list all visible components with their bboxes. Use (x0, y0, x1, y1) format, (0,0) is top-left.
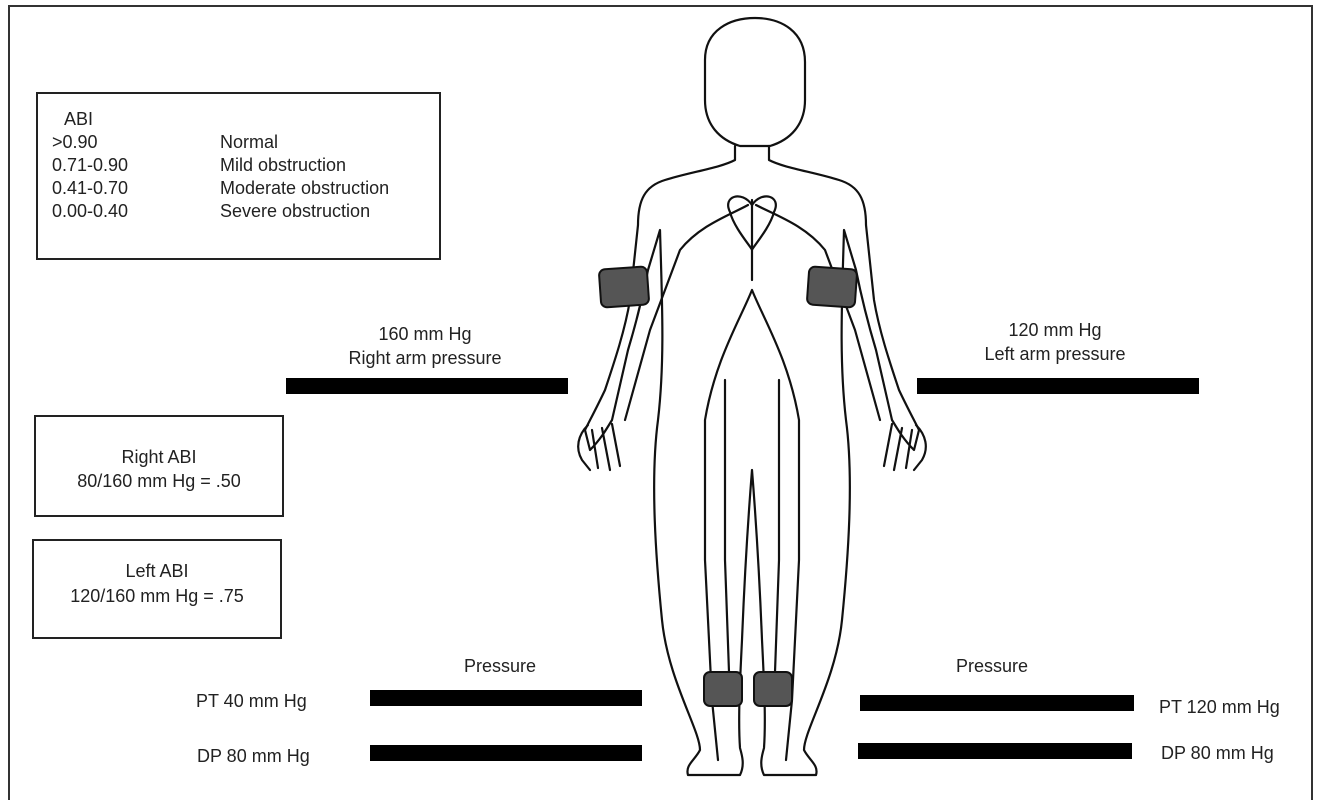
abi-range: 0.41-0.70 (52, 177, 220, 200)
right-arm-pressure-value: 160 mm Hg (330, 322, 520, 346)
abi-row: 0.71-0.90 Mild obstruction (52, 154, 389, 177)
right-leg-pressure-heading: Pressure (464, 654, 536, 678)
abi-range: 0.00-0.40 (52, 200, 220, 223)
right-arm-pressure-bar (286, 378, 568, 394)
right-abi-formula: 80/160 mm Hg = .50 (36, 469, 282, 493)
left-abi-title: Left ABI (34, 559, 280, 583)
abi-meaning: Moderate obstruction (220, 177, 389, 200)
abi-range: >0.90 (52, 131, 220, 154)
left-abi-formula: 120/160 mm Hg = .75 (34, 584, 280, 608)
abi-table-title: ABI (52, 108, 389, 131)
left-pt-pressure-bar (860, 695, 1134, 711)
left-arm-pressure-value: 120 mm Hg (960, 318, 1150, 342)
right-ankle-cuff (704, 672, 742, 706)
left-arm-cuff (807, 266, 858, 307)
abi-range: 0.71-0.90 (52, 154, 220, 177)
right-pt-pressure-label: PT 40 mm Hg (196, 689, 307, 713)
left-leg-pressure-heading: Pressure (956, 654, 1028, 678)
abi-classification-table: ABI >0.90 Normal 0.71-0.90 Mild obstruct… (52, 108, 389, 223)
head-outline (705, 18, 805, 146)
right-pt-pressure-bar (370, 690, 642, 706)
right-abi-title: Right ABI (36, 445, 282, 469)
right-arm-cuff (599, 266, 650, 307)
left-dp-pressure-label: DP 80 mm Hg (1161, 741, 1274, 765)
abi-row: >0.90 Normal (52, 131, 389, 154)
left-ankle-cuff (754, 672, 792, 706)
right-abi-box: Right ABI 80/160 mm Hg = .50 (34, 415, 284, 517)
abi-meaning: Normal (220, 131, 278, 154)
left-arm-pressure-bar (917, 378, 1199, 394)
abi-meaning: Severe obstruction (220, 200, 370, 223)
abi-row: 0.41-0.70 Moderate obstruction (52, 177, 389, 200)
abi-meaning: Mild obstruction (220, 154, 346, 177)
abi-classification-box: ABI >0.90 Normal 0.71-0.90 Mild obstruct… (36, 92, 441, 260)
left-dp-pressure-bar (858, 743, 1132, 759)
right-arm-pressure-label: Right arm pressure (310, 346, 540, 370)
right-dp-pressure-label: DP 80 mm Hg (197, 744, 310, 768)
left-pt-pressure-label: PT 120 mm Hg (1159, 695, 1280, 719)
left-arm-pressure-label: Left arm pressure (945, 342, 1165, 366)
right-dp-pressure-bar (370, 745, 642, 761)
left-abi-box: Left ABI 120/160 mm Hg = .75 (32, 539, 282, 639)
abi-row: 0.00-0.40 Severe obstruction (52, 200, 389, 223)
